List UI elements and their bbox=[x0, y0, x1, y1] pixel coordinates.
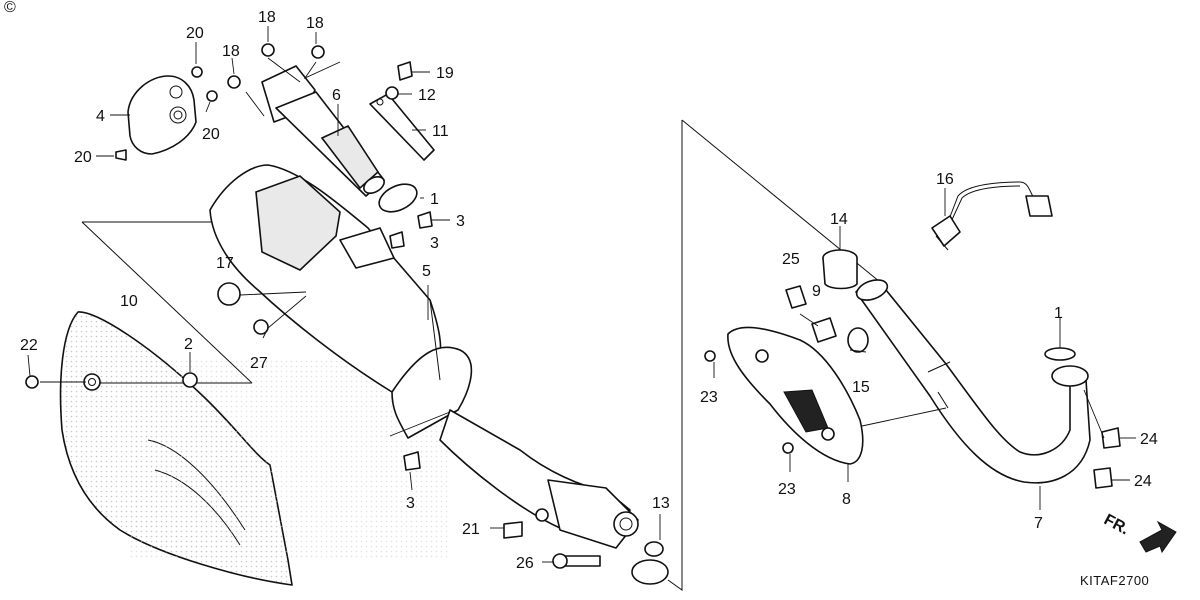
bolts-23 bbox=[704, 350, 794, 454]
callout-21: 21 bbox=[462, 521, 480, 538]
callout-20-top: 20 bbox=[186, 25, 204, 42]
bracket-11 bbox=[369, 93, 435, 161]
callout-22: 22 bbox=[20, 337, 38, 354]
pipe-protector-8 bbox=[727, 326, 864, 465]
corner-symbol: © bbox=[4, 0, 16, 16]
direction-label: FR. bbox=[1101, 511, 1132, 538]
callout-14: 14 bbox=[830, 211, 848, 228]
callout-27: 27 bbox=[250, 355, 268, 372]
tail-pipe-6 bbox=[261, 65, 385, 197]
band-clamp-13 bbox=[631, 541, 669, 585]
callout-4: 4 bbox=[96, 108, 105, 125]
callout-23-bottom: 23 bbox=[778, 481, 796, 498]
gasket-ring-1-right bbox=[1044, 347, 1076, 361]
callout-13: 13 bbox=[652, 495, 670, 512]
callout-18-b: 18 bbox=[306, 15, 324, 32]
callout-18-c: 18 bbox=[222, 43, 240, 60]
gasket-ring-1 bbox=[378, 183, 418, 213]
callout-24-bottom: 24 bbox=[1134, 473, 1152, 490]
muffler-5 bbox=[209, 164, 639, 549]
callout-1-right: 1 bbox=[1054, 305, 1063, 322]
o2-sensor-16 bbox=[931, 181, 1053, 251]
callout-26: 26 bbox=[516, 555, 534, 572]
end-cap-4 bbox=[127, 75, 197, 155]
callout-24-top: 24 bbox=[1140, 431, 1158, 448]
callout-10: 10 bbox=[120, 293, 138, 310]
collar-14 bbox=[822, 249, 858, 290]
callout-16: 16 bbox=[936, 171, 954, 188]
front-direction-arrow bbox=[1139, 520, 1177, 554]
callout-19: 19 bbox=[436, 65, 454, 82]
drawing-code: KITAF2700 bbox=[1080, 573, 1149, 588]
callout-5: 5 bbox=[422, 263, 431, 280]
callout-1-left: 1 bbox=[430, 191, 439, 208]
callout-11: 11 bbox=[432, 123, 449, 140]
callout-3-mid: 3 bbox=[430, 235, 439, 252]
callout-23-top: 23 bbox=[700, 389, 718, 406]
leader-lines-left bbox=[27, 26, 661, 563]
callout-7: 7 bbox=[1034, 515, 1043, 532]
callout-12: 12 bbox=[418, 87, 436, 104]
callout-18-a: 18 bbox=[258, 9, 276, 26]
callouts-left: 20 20 20 4 18 18 18 6 19 12 11 1 3 3 5 1… bbox=[20, 9, 670, 572]
callout-15: 15 bbox=[852, 379, 870, 396]
callout-20-left: 20 bbox=[74, 149, 92, 166]
callout-3-top: 3 bbox=[456, 213, 465, 230]
exhaust-pipe-7 bbox=[855, 279, 1091, 484]
callout-25: 25 bbox=[782, 251, 800, 268]
clip-9 bbox=[785, 285, 807, 309]
callout-6: 6 bbox=[332, 87, 341, 104]
callout-9: 9 bbox=[812, 283, 821, 300]
nuts-24 bbox=[1093, 427, 1121, 489]
clamp-15 bbox=[811, 317, 869, 353]
callout-2: 2 bbox=[184, 336, 193, 353]
callout-8: 8 bbox=[842, 491, 851, 508]
leader-lines-right bbox=[713, 188, 1136, 510]
callout-17: 17 bbox=[216, 255, 234, 272]
callout-3-bottom: 3 bbox=[406, 495, 415, 512]
callout-20-mid: 20 bbox=[202, 126, 220, 143]
